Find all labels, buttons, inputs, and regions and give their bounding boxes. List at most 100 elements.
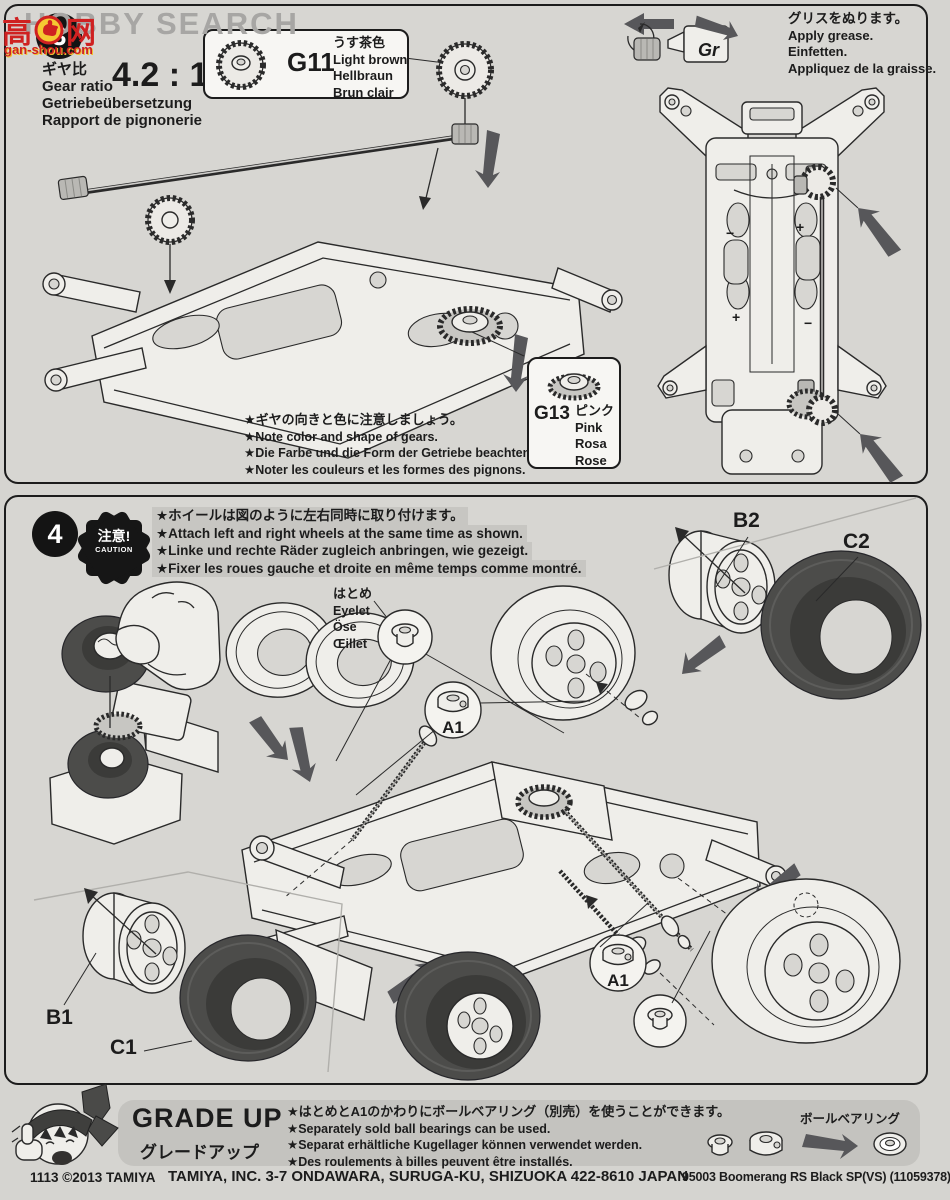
tire-c1 (179, 934, 317, 1062)
grease-note-fr: Appliquez de la graisse. (788, 60, 937, 76)
rear-axle (562, 808, 694, 952)
top-view-shaft (786, 164, 861, 435)
gradeup-title: GRADE UP (132, 1103, 283, 1133)
g11-color-fr: Brun clair (333, 84, 394, 100)
gear-ratio-label-en: Gear ratio (42, 78, 113, 95)
spacer-icon (749, 1131, 783, 1156)
press-arrow-icon (475, 130, 500, 188)
footer-copyright: 1113 ©2013 TAMIYA (30, 1170, 156, 1185)
c2-label: C2 (843, 530, 870, 553)
watermark-logo-right: 网 (66, 17, 96, 50)
gear-note-en: ★Note color and shape of gears. (244, 429, 438, 444)
gear-ratio-label-de: Getriebeübersetzung (42, 95, 193, 112)
shaft-pinion-left (57, 175, 89, 201)
g13-code: G13 (534, 403, 570, 424)
chassis-top-outline (657, 87, 887, 475)
eyelet-label-fr: Œillet (333, 636, 368, 651)
press-arrow-icon (682, 635, 726, 674)
pinion-gear-icon (627, 22, 661, 61)
wheel-b1-c1-illustration (33, 871, 343, 1073)
grease-point-arrow-icon (860, 434, 904, 483)
wheel-note-en: ★Attach left and right wheels at the sam… (152, 524, 527, 542)
chassis-top-details: − + + − (711, 155, 827, 407)
g11-gear-icon (216, 40, 266, 90)
step3-callout-lines (404, 57, 525, 357)
footer-product-code: 95003 Boomerang RS Black SP(VS) (1105937… (682, 1170, 950, 1184)
a1-callout-circle-bottom: A1 (589, 934, 647, 992)
step4-number: 4 (47, 518, 63, 549)
battery-mark: − (804, 315, 812, 331)
a1-label: A1 (607, 971, 629, 990)
step4-number-badge: 4 (32, 511, 78, 557)
gear-note-jp: ★ギヤの向きと色に注意しましょう。 (244, 412, 463, 427)
lower-wheel (67, 729, 149, 799)
ball-bearing-icon (873, 1132, 907, 1156)
gradeup-box (118, 1100, 920, 1166)
grease-tube-label: Gr (698, 40, 720, 60)
chassis-front-illustration (42, 41, 623, 459)
grease-tube-icon: Gr (667, 25, 729, 63)
bottom-wheel-illustration (395, 951, 541, 1081)
gradeup-notes: ★はとめとA1のかわりにボールベアリング（別売）を使うことができます。 ★Sep… (287, 1104, 730, 1170)
g13-color-jp: ピンク (574, 403, 614, 418)
chassis-deck (91, 241, 585, 459)
press-arrow-icon (249, 716, 288, 760)
crown-gear (515, 784, 573, 820)
tire-c2 (760, 550, 922, 700)
hand-press-illustration (49, 581, 221, 845)
gradeup-mascot-illustration (11, 1083, 119, 1165)
press-arrow-icon (503, 334, 528, 392)
b2-label: B2 (733, 509, 760, 532)
caution-burst-shape (86, 520, 142, 576)
eyelet-callout-circle (377, 609, 433, 665)
grease-note-en: Apply grease. (788, 27, 874, 43)
wheel-b2-c2-illustration (668, 527, 922, 700)
grease-point-arrow-icon (858, 208, 902, 257)
gear-between (93, 711, 143, 741)
g13-crown-gear (437, 306, 503, 346)
wheel-b2 (668, 527, 776, 634)
g11-color-jp: うす茶色 (333, 35, 386, 50)
bearing-label: ボールベアリング (800, 1112, 901, 1126)
battery-mark: + (796, 219, 804, 235)
battery-mark: − (726, 225, 734, 241)
eyelet (641, 710, 659, 726)
wheel-note-fr: ★Fixer les roues gauche et droite en mêm… (152, 559, 586, 577)
propeller-shaft (69, 135, 453, 197)
g13-callout-box: G13 ピンク Pink Rosa Rose (527, 357, 621, 469)
watermark-logo: 高 网 (2, 8, 96, 52)
eyelet-callout-circle-bottom (633, 994, 687, 1048)
b1-label: B1 (46, 1006, 73, 1029)
grease-note-de: Einfetten. (788, 44, 848, 59)
gear-ratio-value: 4.2 : 1 (112, 56, 209, 94)
eyelet-label-en: Eyelet (333, 603, 370, 618)
g11-color-de: Hellbraun (333, 68, 393, 83)
g13-gear-icon (547, 373, 601, 401)
g11-spur-gear (436, 41, 494, 99)
g11-color-lines: うす茶色 Light brown Hellbraun Brun clair (333, 35, 407, 101)
step4-callout-lines (63, 497, 917, 1052)
grease-note-jp: グリスをぬります。 (788, 11, 909, 26)
watermark-brand: HOBBY SEARCH (24, 6, 299, 41)
wheel-with-tire (711, 878, 901, 1044)
gear-ratio-label-jp: ギヤ比 (42, 61, 88, 78)
wheel-note-jp: ★ホイールは図のように左右同時に取り付けます。 (152, 507, 468, 525)
washer (624, 689, 648, 711)
g11-callout-box: G11 うす茶色 Light brown Hellbraun Brun clai… (203, 29, 409, 101)
thumbs-up-logo-icon (34, 15, 64, 45)
c1-label: C1 (110, 1036, 137, 1059)
gradeup-note-fr: ★Des roulements à billes peuvent être in… (287, 1154, 573, 1169)
eyelet-label-de: Öse (333, 620, 357, 634)
grease-icons: Gr (624, 13, 738, 63)
callout-circles-top: A1 (377, 609, 482, 739)
rear-right-wheel-group: A1 (558, 863, 901, 1048)
a1-callout-circle-top: A1 (424, 681, 482, 739)
g11-color-en: Light brown (333, 51, 408, 67)
g13-color-de: Rosa (574, 436, 607, 451)
gradeup-note-de: ★Separat erhältliche Kugellager können v… (287, 1138, 643, 1152)
caution-badge: 注意! CAUTION (86, 520, 142, 576)
gradeup-subtitle: グレードアップ (140, 1143, 259, 1162)
eyelet-label-jp: はとめ (333, 586, 373, 601)
shaft-pinion-right (451, 123, 479, 145)
